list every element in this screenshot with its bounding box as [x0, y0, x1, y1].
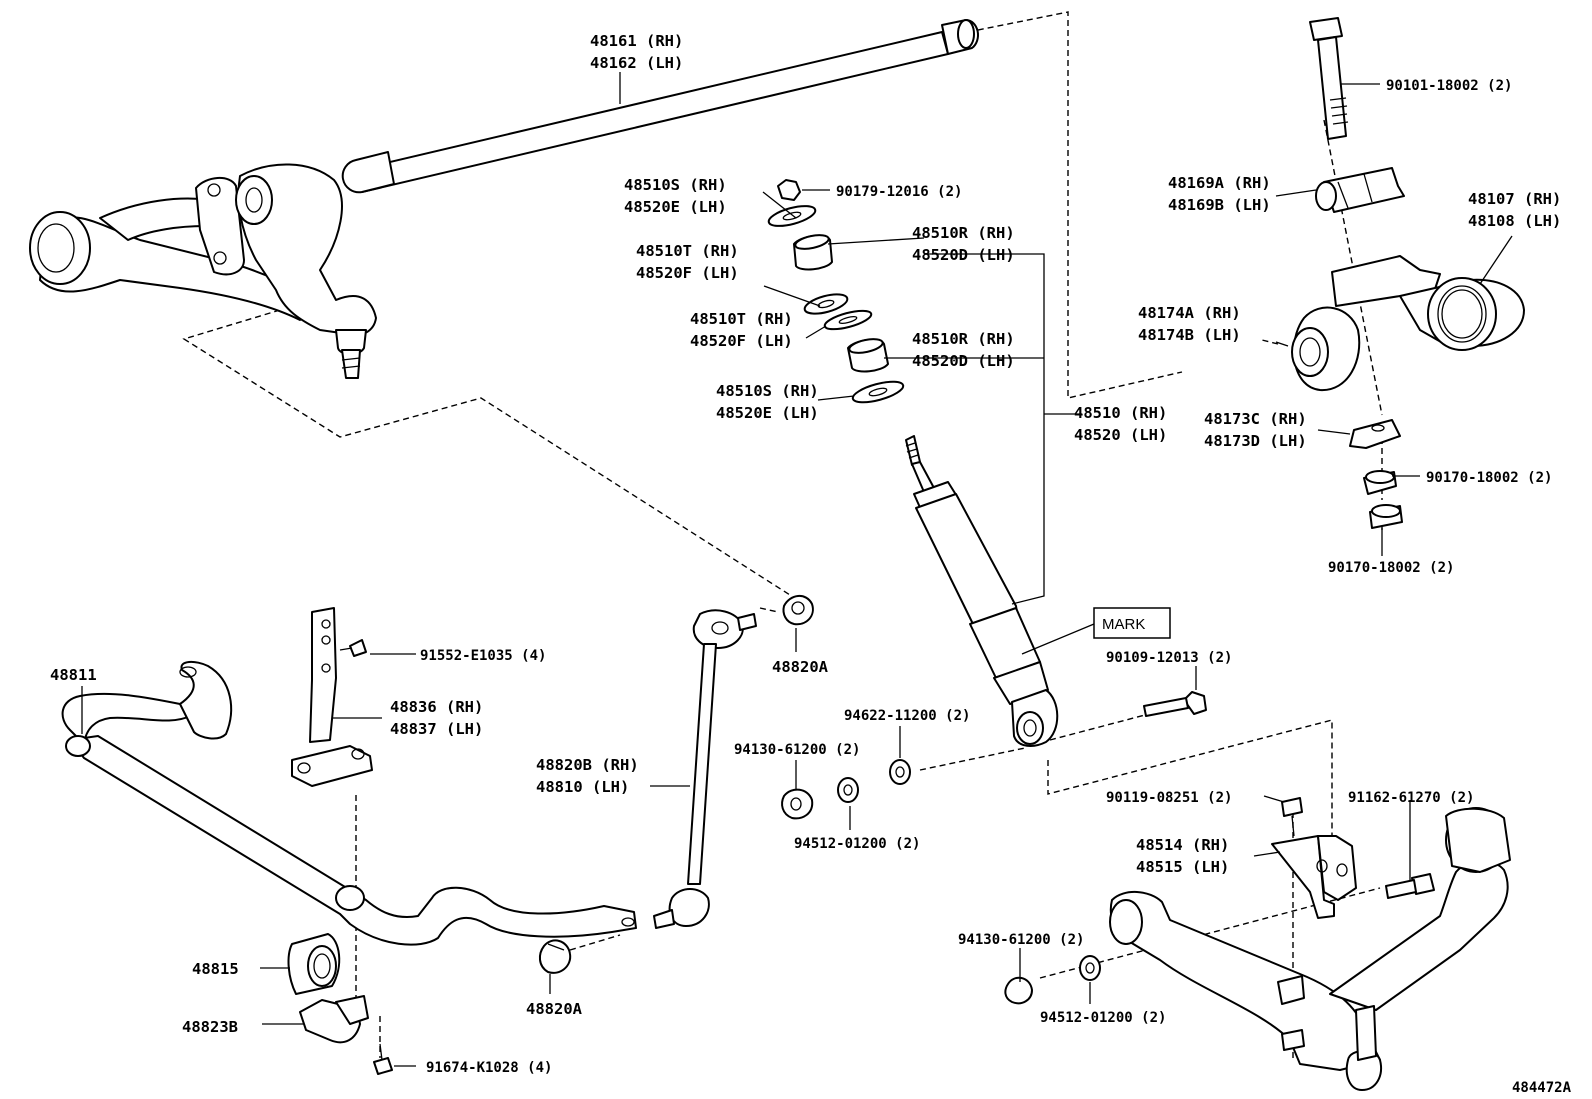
label-90170-1: 90170-18002 (2)	[1426, 470, 1552, 486]
label-48836: 48836 (RH)	[390, 698, 483, 716]
label-90170-2: 90170-18002 (2)	[1328, 560, 1454, 576]
label-48174A: 48174A (RH)	[1138, 304, 1241, 322]
label-48161: 48161 (RH)	[590, 32, 683, 50]
label-48510T-1: 48510T (RH)	[636, 242, 739, 260]
label-48515: 48515 (LH)	[1136, 858, 1229, 876]
label-48107: 48107 (RH)	[1468, 190, 1561, 208]
label-90179: 90179-12016 (2)	[836, 184, 962, 200]
label-48520F-1: 48520F (LH)	[636, 264, 739, 282]
label-48823B: 48823B	[182, 1018, 238, 1036]
label-48815: 48815	[192, 960, 239, 978]
label-48510T-2: 48510T (RH)	[690, 310, 793, 328]
label-94130-1: 94130-61200 (2)	[734, 742, 860, 758]
label-91674: 91674-K1028 (4)	[426, 1060, 552, 1076]
lower-right-arm	[1109, 807, 1511, 1091]
label-48510S-1: 48510S (RH)	[624, 176, 727, 194]
label-48514: 48514 (RH)	[1136, 836, 1229, 854]
mid-hardware	[781, 691, 1435, 1005]
bushing-clamp	[287, 933, 572, 1075]
label-48820A-2: 48820A	[526, 1000, 583, 1018]
upper-left-arm	[29, 163, 377, 379]
label-48520E-1: 48520E (LH)	[624, 198, 727, 216]
lower-bracket	[1271, 835, 1357, 919]
bushing-stack	[767, 179, 905, 404]
label-48510R-1: 48510R (RH)	[912, 224, 1015, 242]
label-48810: 48810 (LH)	[536, 778, 629, 796]
stabilizer-link	[653, 595, 814, 929]
mark-label: MARK	[1102, 616, 1145, 633]
label-90101: 90101-18002 (2)	[1386, 78, 1512, 94]
label-91552: 91552-E1035 (4)	[420, 648, 546, 664]
label-48169B: 48169B (LH)	[1168, 196, 1271, 214]
label-94622: 94622-11200 (2)	[844, 708, 970, 724]
label-48520: 48520 (LH)	[1074, 426, 1167, 444]
label-90109: 90109-12013 (2)	[1106, 650, 1232, 666]
mark-box	[1093, 607, 1171, 639]
label-48173D: 48173D (LH)	[1204, 432, 1307, 450]
label-48108: 48108 (LH)	[1468, 212, 1561, 230]
label-94130-2: 94130-61200 (2)	[958, 932, 1084, 948]
upper-right-parts	[1291, 17, 1525, 529]
label-94512-2: 94512-01200 (2)	[1040, 1010, 1166, 1026]
figure-id: 484472A	[1512, 1080, 1572, 1096]
label-48520E-2: 48520E (LH)	[716, 404, 819, 422]
label-48520D-1: 48520D (LH)	[912, 246, 1015, 264]
label-48520D-2: 48520D (LH)	[912, 352, 1015, 370]
label-48162: 48162 (LH)	[590, 54, 683, 72]
label-90119: 90119-08251 (2)	[1106, 790, 1232, 806]
label-48520F-2: 48520F (LH)	[690, 332, 793, 350]
strut-bar	[341, 19, 980, 194]
sway-bracket	[291, 607, 373, 787]
label-94512-1: 94512-01200 (2)	[794, 836, 920, 852]
label-48169A: 48169A (RH)	[1168, 174, 1271, 192]
label-48811: 48811	[50, 666, 97, 684]
label-48173C: 48173C (RH)	[1204, 410, 1307, 428]
part-labels: 48161 (RH) 48162 (LH) 48510S (RH) 48520E…	[50, 32, 1572, 1096]
shock-absorber	[905, 435, 1059, 747]
label-48510: 48510 (RH)	[1074, 404, 1167, 422]
leader-lines	[81, 72, 1513, 1067]
label-48837: 48837 (LH)	[390, 720, 483, 738]
sway-bar	[61, 660, 637, 946]
label-48820A-1: 48820A	[772, 658, 829, 676]
label-48820B: 48820B (RH)	[536, 756, 639, 774]
label-91162: 91162-61270 (2)	[1348, 790, 1474, 806]
label-48510S-2: 48510S (RH)	[716, 382, 819, 400]
label-48510R-2: 48510R (RH)	[912, 330, 1015, 348]
label-48174B: 48174B (LH)	[1138, 326, 1241, 344]
